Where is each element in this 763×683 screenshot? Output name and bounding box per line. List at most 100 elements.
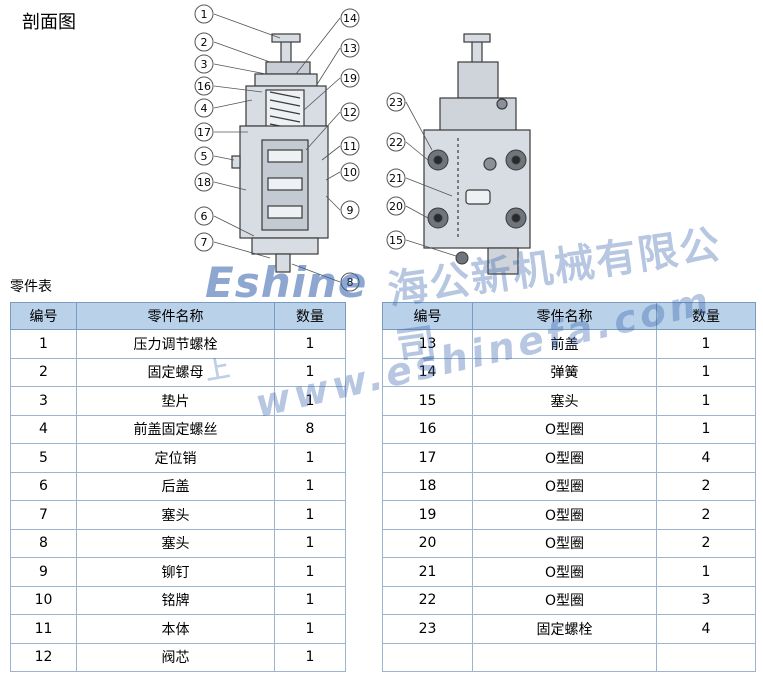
adjusting-bolt-shape (280, 39, 292, 65)
cell-part-name: 后盖 (76, 471, 275, 501)
cell-quantity: 2 (656, 471, 756, 501)
cell-part-name: O型圈 (472, 471, 657, 501)
cell-part-name: 前盖 (472, 329, 657, 359)
cell-part-name: 塞头 (472, 386, 657, 416)
header-part-name: 零件名称 (472, 302, 657, 330)
callout-label: 10 (343, 166, 357, 179)
cell-number: 19 (382, 500, 473, 530)
cell-part-name: O型圈 (472, 500, 657, 530)
cell-quantity: 4 (656, 614, 756, 644)
cell-part-name: 前盖固定螺丝 (76, 414, 275, 444)
cell-number: 17 (382, 443, 473, 473)
spring-shape (269, 91, 301, 139)
cell-number: 13 (382, 329, 473, 359)
cell-part-name: 铭牌 (76, 585, 275, 615)
cell-part-name: O型圈 (472, 528, 657, 558)
page-title: 剖面图 (22, 12, 76, 33)
sectional-drawing: 1 2 3 16 4 17 5 18 6 7 14 13 19 12 11 10… (194, 4, 531, 292)
cell-part-name: 垫片 (76, 386, 275, 416)
callout-label: 12 (343, 106, 357, 119)
cell-number: 16 (382, 414, 473, 444)
cell-part-name (472, 642, 657, 672)
header-quantity: 数量 (274, 302, 346, 330)
cell-quantity: 2 (656, 528, 756, 558)
header-number: 编号 (382, 302, 473, 330)
cell-quantity: 1 (274, 386, 346, 416)
front-view (423, 33, 531, 275)
cell-quantity: 1 (274, 329, 346, 359)
cell-quantity: 2 (656, 500, 756, 530)
cell-quantity: 1 (656, 329, 756, 359)
section-view (231, 33, 329, 273)
cell-number: 23 (382, 614, 473, 644)
cell-number: 10 (10, 585, 77, 615)
cell-number: 21 (382, 557, 473, 587)
cell-part-name: 定位销 (76, 443, 275, 473)
callout-label: 20 (389, 200, 403, 213)
cell-number: 8 (10, 528, 77, 558)
cell-number: 2 (10, 357, 77, 387)
valve-body-front-shape (423, 129, 531, 249)
cell-number: 15 (382, 386, 473, 416)
callout-label: 11 (343, 140, 357, 153)
callout-label: 22 (389, 136, 403, 149)
callout-label: 1 (201, 8, 208, 21)
cell-quantity: 1 (656, 386, 756, 416)
callout-label: 21 (389, 172, 403, 185)
cell-quantity: 1 (656, 414, 756, 444)
callout-label: 18 (197, 176, 211, 189)
cell-part-name: 固定螺栓 (472, 614, 657, 644)
callout-label: 2 (201, 36, 208, 49)
cell-quantity: 1 (656, 357, 756, 387)
cell-quantity: 8 (274, 414, 346, 444)
right-callout-circles (386, 92, 406, 250)
cell-part-name: O型圈 (472, 557, 657, 587)
bolt-head-shape (271, 33, 301, 43)
callout-label: 15 (389, 234, 403, 247)
callout-label: 7 (201, 236, 208, 249)
callout-label: 17 (197, 126, 211, 139)
cell-part-name: 铆钉 (76, 557, 275, 587)
plug-shape (275, 253, 291, 273)
bolt-holes (427, 149, 527, 265)
callout-label: 9 (347, 204, 354, 217)
cell-number: 6 (10, 471, 77, 501)
cell-number: 12 (10, 642, 77, 672)
cell-number: 20 (382, 528, 473, 558)
cell-quantity: 1 (274, 443, 346, 473)
cell-part-name: 固定螺母 (76, 357, 275, 387)
cell-quantity: 1 (274, 528, 346, 558)
cell-part-name: 阀芯 (76, 642, 275, 672)
nut-shape (265, 61, 311, 75)
cell-number (382, 642, 473, 672)
cell-quantity: 1 (274, 471, 346, 501)
cell-part-name: 本体 (76, 614, 275, 644)
callout-label: 8 (347, 276, 354, 289)
cell-quantity: 1 (274, 642, 346, 672)
cell-number: 1 (10, 329, 77, 359)
cover-top-shape (254, 73, 318, 87)
cell-part-name: 塞头 (76, 500, 275, 530)
callout-label: 6 (201, 210, 208, 223)
header-quantity: 数量 (656, 302, 756, 330)
left-leaders (213, 13, 341, 283)
cell-quantity: 1 (274, 585, 346, 615)
header-part-name: 零件名称 (76, 302, 275, 330)
callout-label: 13 (343, 42, 357, 55)
cell-quantity: 1 (274, 614, 346, 644)
